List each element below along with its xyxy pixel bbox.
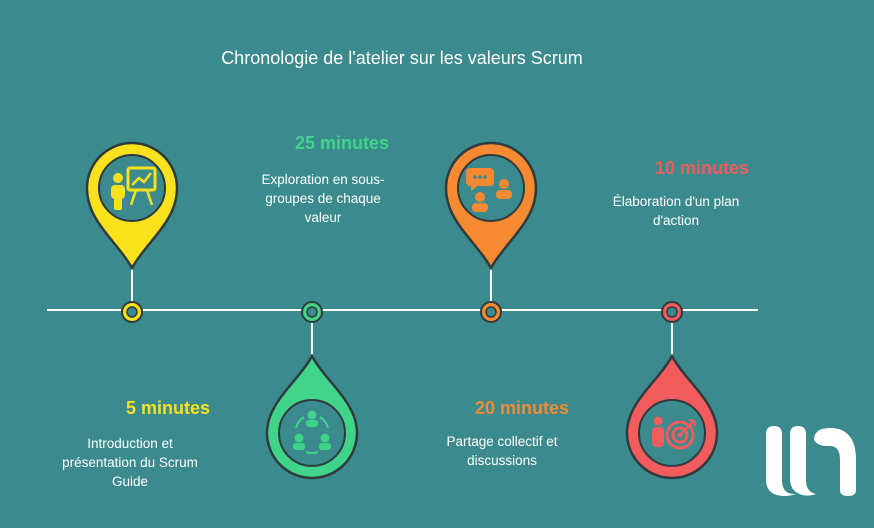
target-icon [652,416,696,450]
step-3-duration: 20 minutes [474,398,570,418]
presenter-board-icon [111,166,157,210]
step-2-duration: 25 minutes [294,133,390,153]
step-3-pin [444,141,538,323]
step-4-pin [625,301,719,480]
step-4-duration: 10 minutes [654,158,750,178]
brand-logo-icon [766,426,856,496]
step-1-duration: 5 minutes [125,398,211,418]
discussion-icon [466,168,512,212]
page-title: Chronologie de l'atelier sur les valeurs… [221,48,583,68]
group-circle-icon [293,410,331,455]
step-2-pin [265,301,359,480]
step-1-description: Introduction et présentation du Scrum Gu… [62,436,198,489]
step-1-pin [85,141,179,323]
timeline-line [47,309,758,311]
step-4-description: Élaboration d'un plan d'action [612,194,740,228]
step-3-description: Partage collectif et discussions [446,434,558,468]
step-2-description: Exploration en sous-groupes de chaque va… [261,172,385,225]
